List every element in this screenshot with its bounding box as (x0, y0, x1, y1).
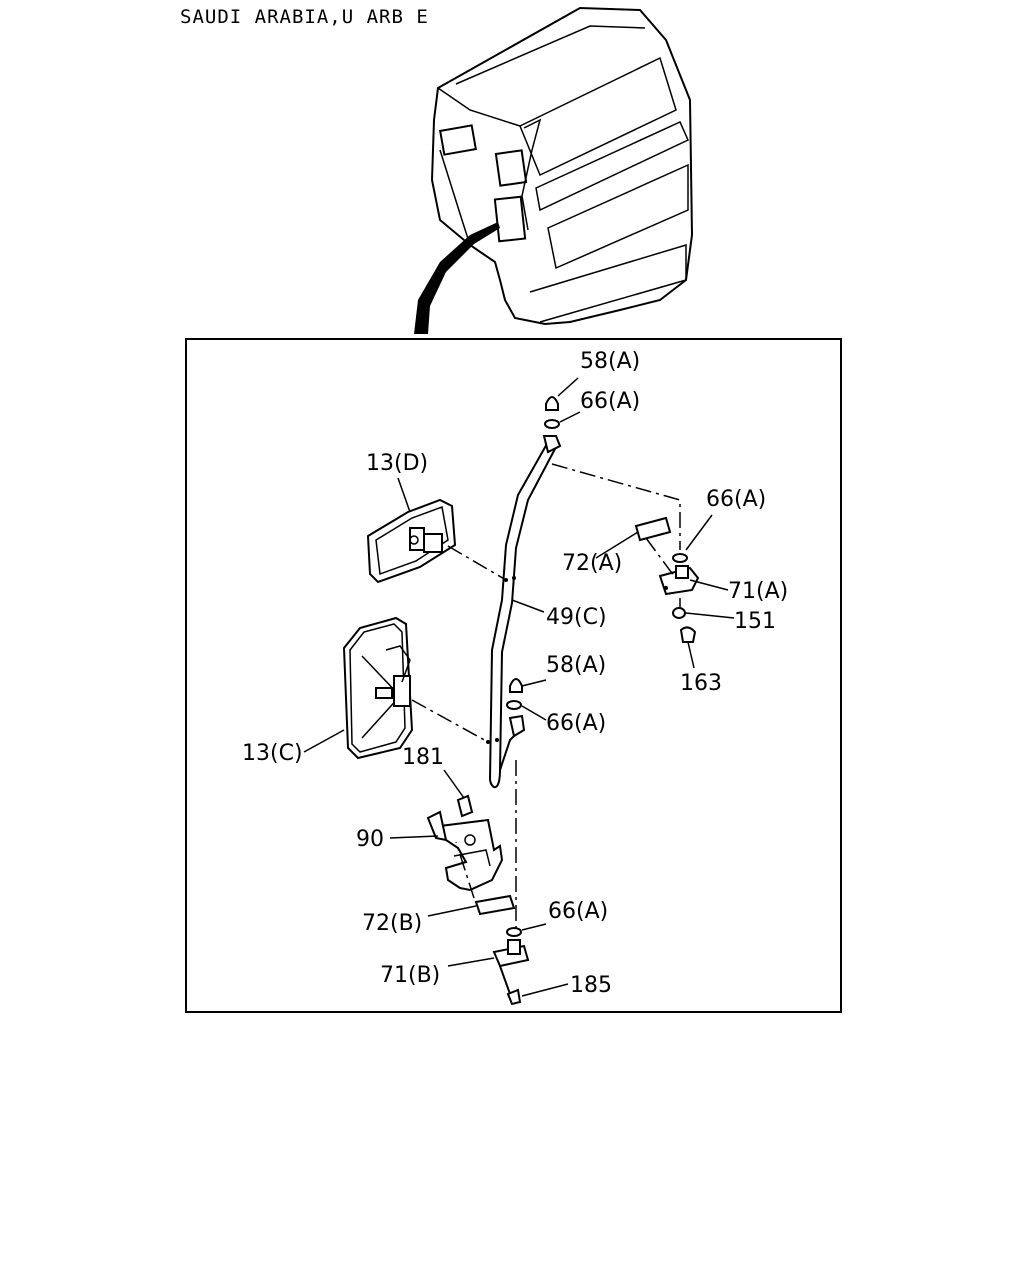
callout-66a-right: 66(A) (706, 487, 766, 512)
callout-66a-lower: 66(A) (546, 711, 606, 736)
assembly-lines (411, 463, 681, 928)
bracket-71a (658, 565, 700, 596)
washer-151 (672, 607, 686, 619)
callout-71b: 71(B) (380, 963, 440, 988)
bracket-71b (492, 939, 530, 968)
washer-66a-right (672, 553, 688, 563)
plate-181 (456, 794, 474, 818)
mirror-lower-13c (342, 616, 414, 760)
callout-66a-top: 66(A) (580, 389, 640, 414)
callout-labels: 58(A) 66(A) 13(D) 66(A) 72(A) 71(A) 49(C… (242, 349, 788, 998)
callout-181: 181 (402, 745, 444, 770)
callout-185: 185 (570, 973, 612, 998)
mirror-upper-13d (366, 498, 457, 584)
callout-58a-top: 58(A) (580, 349, 640, 374)
callout-13d: 13(D) (366, 451, 428, 476)
washer-lower (506, 700, 522, 710)
cap-nut-upper (545, 396, 559, 411)
callout-72b: 72(B) (362, 911, 422, 936)
leader-lines (303, 377, 735, 997)
bracket-90 (426, 810, 504, 892)
callout-72a: 72(A) (562, 551, 622, 576)
plate-72b (474, 894, 516, 916)
detail-frame (185, 338, 842, 1013)
callout-66a-bottom: 66(A) (548, 899, 608, 924)
callout-163: 163 (680, 671, 722, 696)
callout-90: 90 (356, 827, 384, 852)
plate-72a (634, 516, 672, 542)
nut-163 (679, 626, 697, 643)
bolt-185 (499, 965, 522, 1006)
callout-49c: 49(C) (546, 605, 607, 630)
callout-58a-lower: 58(A) (546, 653, 606, 678)
washer-66a-bottom (506, 927, 522, 937)
truck-cab-illustration (414, 6, 694, 334)
region-header: SAUDI ARABIA,U ARB E (180, 6, 429, 28)
callout-151: 151 (734, 609, 776, 634)
callout-13c: 13(C) (242, 741, 303, 766)
callout-71a: 71(A) (728, 579, 788, 604)
washer-upper (544, 419, 560, 429)
cap-nut-lower (509, 678, 523, 693)
mirror-stay-pipe (486, 435, 562, 789)
